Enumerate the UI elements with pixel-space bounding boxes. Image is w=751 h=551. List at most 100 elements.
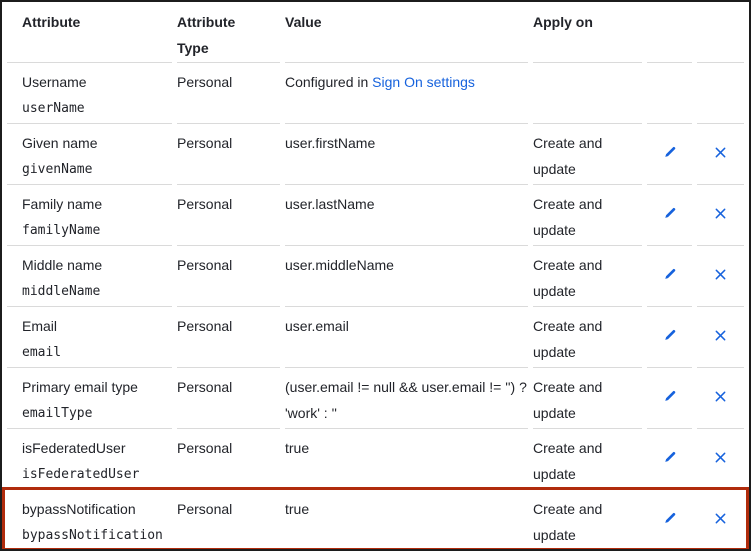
apply-on-text: Create and update [533,379,603,421]
attribute-code: userName [22,101,85,116]
delete-x-icon [715,391,726,402]
attribute-cell: isFederatedUser isFederatedUser [7,428,172,489]
edit-pencil-icon [664,390,675,401]
attribute-cell: Username userName [7,62,172,123]
edit-attribute-button[interactable] [661,143,679,161]
edit-attribute-button[interactable] [661,265,679,283]
attribute-type-cell: Personal [177,306,280,367]
apply-on-text: Create and update [533,501,603,543]
delete-x-icon [715,452,726,463]
attribute-code: familyName [22,223,101,238]
edit-attribute-button[interactable] [661,204,679,222]
edit-cell [647,123,692,184]
apply-on-text: Create and update [533,440,603,482]
apply-on-cell: Create and update [533,489,642,549]
value-cell: (user.email != null && user.email != '')… [285,367,528,428]
attribute-type-cell: Personal [177,428,280,489]
apply-on-text: Create and update [533,257,603,299]
table-row: bypassNotification bypassNotification Pe… [7,489,744,549]
attribute-code: middleName [22,284,101,299]
attribute-label: bypassNotification [22,501,136,517]
value-text: user.firstName [285,135,376,151]
delete-x-icon [715,269,726,280]
edit-pencil-icon [664,207,675,218]
attribute-code: email [22,345,62,360]
attribute-label: Email [22,318,58,334]
delete-attribute-button[interactable] [712,144,729,161]
attribute-label: isFederatedUser [22,440,126,456]
table-row: Primary email type emailType Personal (u… [7,367,744,428]
edit-pencil-icon [664,451,675,462]
apply-on-cell: Create and update [533,367,642,428]
sign-on-settings-link[interactable]: Sign On settings [372,74,475,90]
table-row: Given name givenName Personal user.first… [7,123,744,184]
edit-attribute-button[interactable] [661,509,679,527]
attribute-cell: Email email [7,306,172,367]
delete-x-icon [715,330,726,341]
edit-attribute-button[interactable] [661,448,679,466]
edit-cell [647,306,692,367]
attribute-label: Username [22,74,87,90]
delete-x-icon [715,208,726,219]
value-cell: true [285,428,528,489]
value-cell: true [285,489,528,549]
attribute-type-cell: Personal [177,62,280,123]
delete-attribute-button[interactable] [712,510,729,527]
apply-on-cell: Create and update [533,428,642,489]
value-text: (user.email != null && user.email != '')… [285,379,527,421]
attribute-label: Family name [22,196,103,212]
attribute-type-text: Personal [177,135,233,151]
edit-attribute-button[interactable] [661,326,679,344]
attribute-code: emailType [22,406,93,421]
value-cell: user.lastName [285,184,528,245]
attribute-type-cell: Personal [177,184,280,245]
attribute-cell: Middle name middleName [7,245,172,306]
delete-attribute-button[interactable] [712,205,729,222]
table-header-row: Attribute Attribute Type Value Apply on [7,2,744,62]
value-cell: user.firstName [285,123,528,184]
delete-x-icon [715,147,726,158]
delete-cell [697,367,744,428]
edit-pencil-icon [664,329,675,340]
column-header-edit [647,2,692,62]
edit-cell [647,428,692,489]
apply-on-text: Create and update [533,196,603,238]
edit-pencil-icon [664,268,675,279]
delete-cell [697,184,744,245]
attribute-label: Primary email type [22,379,138,395]
edit-cell [647,245,692,306]
delete-attribute-button[interactable] [712,388,729,405]
attribute-code: bypassNotification [22,528,163,543]
edit-attribute-button[interactable] [661,387,679,405]
value-text: true [285,501,310,517]
attribute-type-text: Personal [177,196,233,212]
edit-cell [647,367,692,428]
delete-attribute-button[interactable] [712,266,729,283]
delete-attribute-button[interactable] [712,449,729,466]
value-text: user.middleName [285,257,394,273]
apply-on-cell [533,62,642,123]
table-row: Email email Personal user.email Create a… [7,306,744,367]
delete-cell [697,428,744,489]
value-text: user.lastName [285,196,375,212]
apply-on-cell: Create and update [533,184,642,245]
table-row: Username userName Personal Configured in… [7,62,744,123]
value-prefix-text: Configured in [285,74,373,90]
delete-cell [697,245,744,306]
edit-cell [647,184,692,245]
delete-x-icon [715,513,726,524]
table-row: Middle name middleName Personal user.mid… [7,245,744,306]
table-row: Family name familyName Personal user.las… [7,184,744,245]
attribute-type-text: Personal [177,318,233,334]
apply-on-cell: Create and update [533,306,642,367]
attribute-type-text: Personal [177,379,233,395]
attribute-cell: bypassNotification bypassNotification [7,489,172,549]
column-header-delete [697,2,744,62]
attribute-type-cell: Personal [177,489,280,549]
delete-cell [697,62,744,123]
delete-attribute-button[interactable] [712,327,729,344]
value-cell: user.middleName [285,245,528,306]
attribute-type-text: Personal [177,257,233,273]
